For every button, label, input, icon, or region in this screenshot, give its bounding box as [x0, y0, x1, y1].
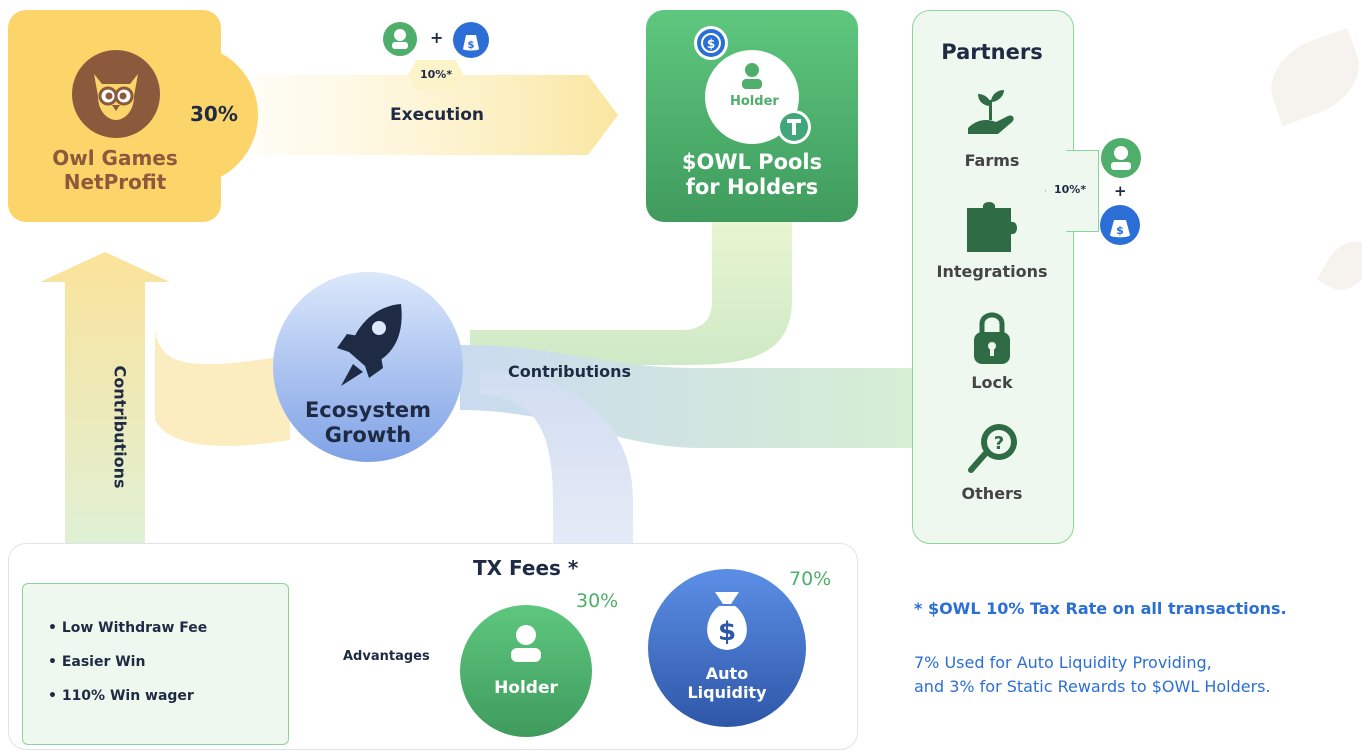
- ecosystem-title-line2: Growth: [324, 423, 412, 447]
- tx-holder-user-icon: [506, 622, 546, 668]
- svg-text:?: ?: [994, 433, 1004, 454]
- advantages-arrow-label: Advantages: [343, 649, 430, 664]
- padlock-icon: [972, 310, 1012, 370]
- partners-user-icon: [1101, 138, 1141, 178]
- execution-badge: 10%*: [420, 68, 453, 81]
- rocket-icon: [335, 300, 407, 394]
- puzzle-icon: [963, 198, 1023, 260]
- usdc-coin-icon: $: [694, 26, 728, 60]
- hand-plant-icon: [962, 88, 1022, 144]
- partners-plus: +: [1114, 182, 1127, 200]
- execution-label: Execution: [390, 105, 485, 125]
- owl-card-title-line2: NetProfit: [63, 170, 167, 194]
- user-icon: [383, 22, 417, 56]
- tax-note-title: * $OWL 10% Tax Rate on all transactions.: [914, 599, 1287, 618]
- advantages-list: • Low Withdraw Fee • Easier Win • 110% W…: [48, 611, 207, 713]
- execution-badge-shape: [408, 60, 464, 90]
- partner-others: Others: [961, 484, 1023, 503]
- partners-badge: 10%*: [1054, 183, 1087, 196]
- partner-lock: Lock: [971, 373, 1013, 392]
- partner-integrations: Integrations: [936, 262, 1048, 281]
- money-bag-icon: $: [453, 22, 489, 58]
- svg-text:$: $: [707, 37, 715, 51]
- pools-title-line2: for Holders: [685, 175, 819, 199]
- auto-liquidity-line2: Liquidity: [687, 683, 767, 702]
- tax-note-line1: 7% Used for Auto Liquidity Providing,: [914, 653, 1212, 672]
- svg-text:$: $: [468, 40, 475, 51]
- advantage-item: • Low Withdraw Fee: [48, 620, 208, 636]
- partners-money-bag-icon: $: [1100, 205, 1140, 245]
- partner-farms: Farms: [964, 151, 1020, 170]
- contributions-vertical-label: Contributions: [110, 365, 130, 489]
- svg-text:$: $: [1116, 224, 1124, 237]
- advantages-card: [22, 583, 289, 745]
- tax-note-body: 7% Used for Auto Liquidity Providing, an…: [914, 651, 1271, 699]
- holder-user-icon: [736, 60, 768, 96]
- advantage-item: • 110% Win wager: [48, 688, 194, 704]
- owl-logo-icon: [72, 50, 160, 138]
- auto-liquidity-line1: Auto: [705, 664, 749, 683]
- pools-holder-label: Holder: [730, 94, 779, 109]
- owl-card-title: Owl Games NetProfit: [30, 146, 200, 194]
- auto-liquidity-percent: 70%: [789, 568, 832, 590]
- partners-title: Partners: [941, 40, 1043, 64]
- contributions-right-label: Contributions: [508, 362, 632, 381]
- advantage-item: • Easier Win: [48, 654, 146, 670]
- svg-text:$: $: [718, 617, 736, 647]
- tx-fees-title: TX Fees *: [473, 556, 579, 580]
- auto-liquidity-title: Auto Liquidity: [648, 664, 806, 702]
- tether-coin-icon: [777, 110, 811, 144]
- liquidity-money-bag-icon: $: [701, 588, 753, 662]
- tax-note-line2: and 3% for Static Rewards to $OWL Holder…: [914, 677, 1271, 696]
- question-search-icon: ?: [965, 420, 1021, 480]
- pools-title: $OWL Pools for Holders: [646, 150, 858, 200]
- pools-title-line1: $OWL Pools: [681, 150, 823, 174]
- ecosystem-title-line1: Ecosystem: [304, 398, 432, 422]
- tx-holder-label: Holder: [494, 678, 558, 698]
- owl-percent: 30%: [190, 102, 238, 126]
- ecosystem-growth-title: Ecosystem Growth: [273, 398, 463, 448]
- owl-card-title-line1: Owl Games: [52, 146, 178, 170]
- tx-holder-percent: 30%: [576, 590, 619, 612]
- execution-plus: +: [430, 28, 444, 47]
